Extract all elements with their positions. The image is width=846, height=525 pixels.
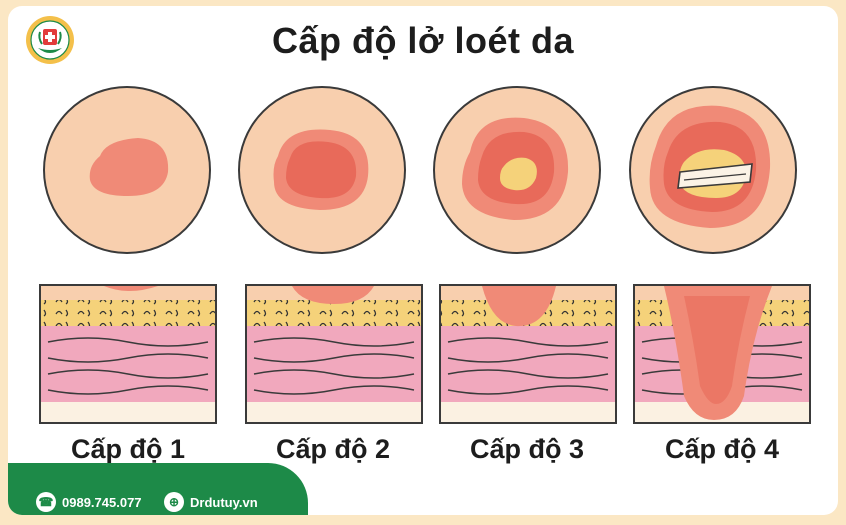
infographic-frame: Cấp độ lở loét da — [8, 6, 838, 515]
stage-4-cross-section — [633, 284, 811, 424]
website-text: Drdutuy.vn — [190, 494, 258, 510]
phone-icon: ☎ — [36, 492, 56, 512]
stage-2-cross-section — [245, 284, 423, 424]
footer-bar — [8, 463, 308, 515]
website-link[interactable]: ⊕ Drdutuy.vn — [164, 492, 258, 512]
globe-icon: ⊕ — [164, 492, 184, 512]
stage-2-label: Cấp độ 2 — [275, 434, 390, 464]
phone-number: 0989.745.077 — [62, 494, 142, 510]
stage-3-top-view — [433, 86, 601, 254]
stage-4-label: Cấp độ 4 — [664, 434, 779, 464]
stage-1-cross-section — [39, 284, 217, 424]
stage-3-cross-section — [439, 284, 617, 424]
phone-contact[interactable]: ☎ 0989.745.077 — [36, 492, 142, 512]
page-title: Cấp độ lở loét da — [271, 20, 575, 61]
stage-1-label: Cấp độ 1 — [70, 434, 185, 464]
clinic-logo-icon — [26, 16, 74, 64]
ulcer-stages-illustration — [39, 86, 811, 424]
stage-4-top-view — [629, 86, 797, 254]
stage-2-top-view — [238, 86, 406, 254]
stage-3-label: Cấp độ 3 — [469, 434, 584, 464]
stage-1-top-view — [43, 86, 211, 254]
